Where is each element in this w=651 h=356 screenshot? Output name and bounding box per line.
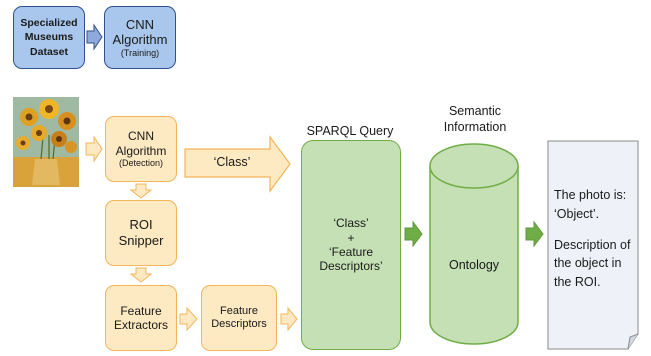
query-plus-text: +: [347, 230, 355, 245]
output-document: [547, 140, 639, 350]
output-photo-is: The photo is:: [554, 188, 627, 202]
arrow-image-to-detection: [85, 135, 103, 163]
feature-extractors-label: Feature Extractors: [113, 303, 168, 332]
arrow-ontology-to-output: [525, 220, 544, 248]
query-descriptors-text: ‘Feature Descriptors’: [319, 245, 383, 274]
arrow-extractors-to-descriptors: [179, 306, 198, 332]
arrow-dataset-to-training: [86, 23, 103, 51]
sparql-query-box: ‘Class’ + ‘Feature Descriptors’: [301, 140, 401, 350]
output-object: ‘Object’.: [554, 206, 600, 221]
ontology-cylinder: [429, 143, 519, 345]
specialized-museums-dataset: Specialized Museums Dataset: [13, 6, 85, 69]
arrow-roi-to-extractors: [129, 267, 153, 283]
feature-descriptors-label: Feature Descriptors: [211, 304, 267, 330]
arrow-detection-to-roi: [129, 183, 153, 199]
roi-snipper-box: ROI Snipper: [105, 200, 177, 266]
cnn-detection-title: CNN Algorithm: [115, 129, 167, 158]
dataset-label: Specialized Museums Dataset: [20, 17, 78, 58]
arrow-descriptors-to-query: [280, 306, 298, 332]
class-arrow: [184, 135, 291, 193]
arrow-query-to-ontology: [404, 220, 423, 248]
roi-snipper-label: ROI Snipper: [118, 217, 164, 248]
output-description-text: Description of the object in the ROI.: [554, 237, 631, 290]
query-class-text: ‘Class’: [333, 216, 369, 231]
cnn-detection-subtitle: (Detection): [118, 157, 163, 168]
cnn-training-title: CNN Algorithm: [112, 16, 168, 48]
sunflowers-painting: [13, 97, 79, 187]
feature-descriptors-box: Feature Descriptors: [201, 285, 277, 351]
cnn-training-box: CNN Algorithm (Training): [104, 6, 176, 69]
class-arrow-label: ‘Class’: [213, 155, 251, 169]
cnn-detection-box: CNN Algorithm (Detection): [105, 116, 177, 182]
feature-extractors-box: Feature Extractors: [105, 285, 177, 351]
ontology-label: Ontology: [448, 258, 500, 272]
cnn-training-subtitle: (Training): [120, 47, 160, 58]
semantic-information-heading: Semantic Information: [443, 104, 507, 134]
output-description: The photo is: ‘Object’. Description of t…: [554, 186, 634, 292]
sparql-query-heading: SPARQL Query: [306, 124, 394, 138]
